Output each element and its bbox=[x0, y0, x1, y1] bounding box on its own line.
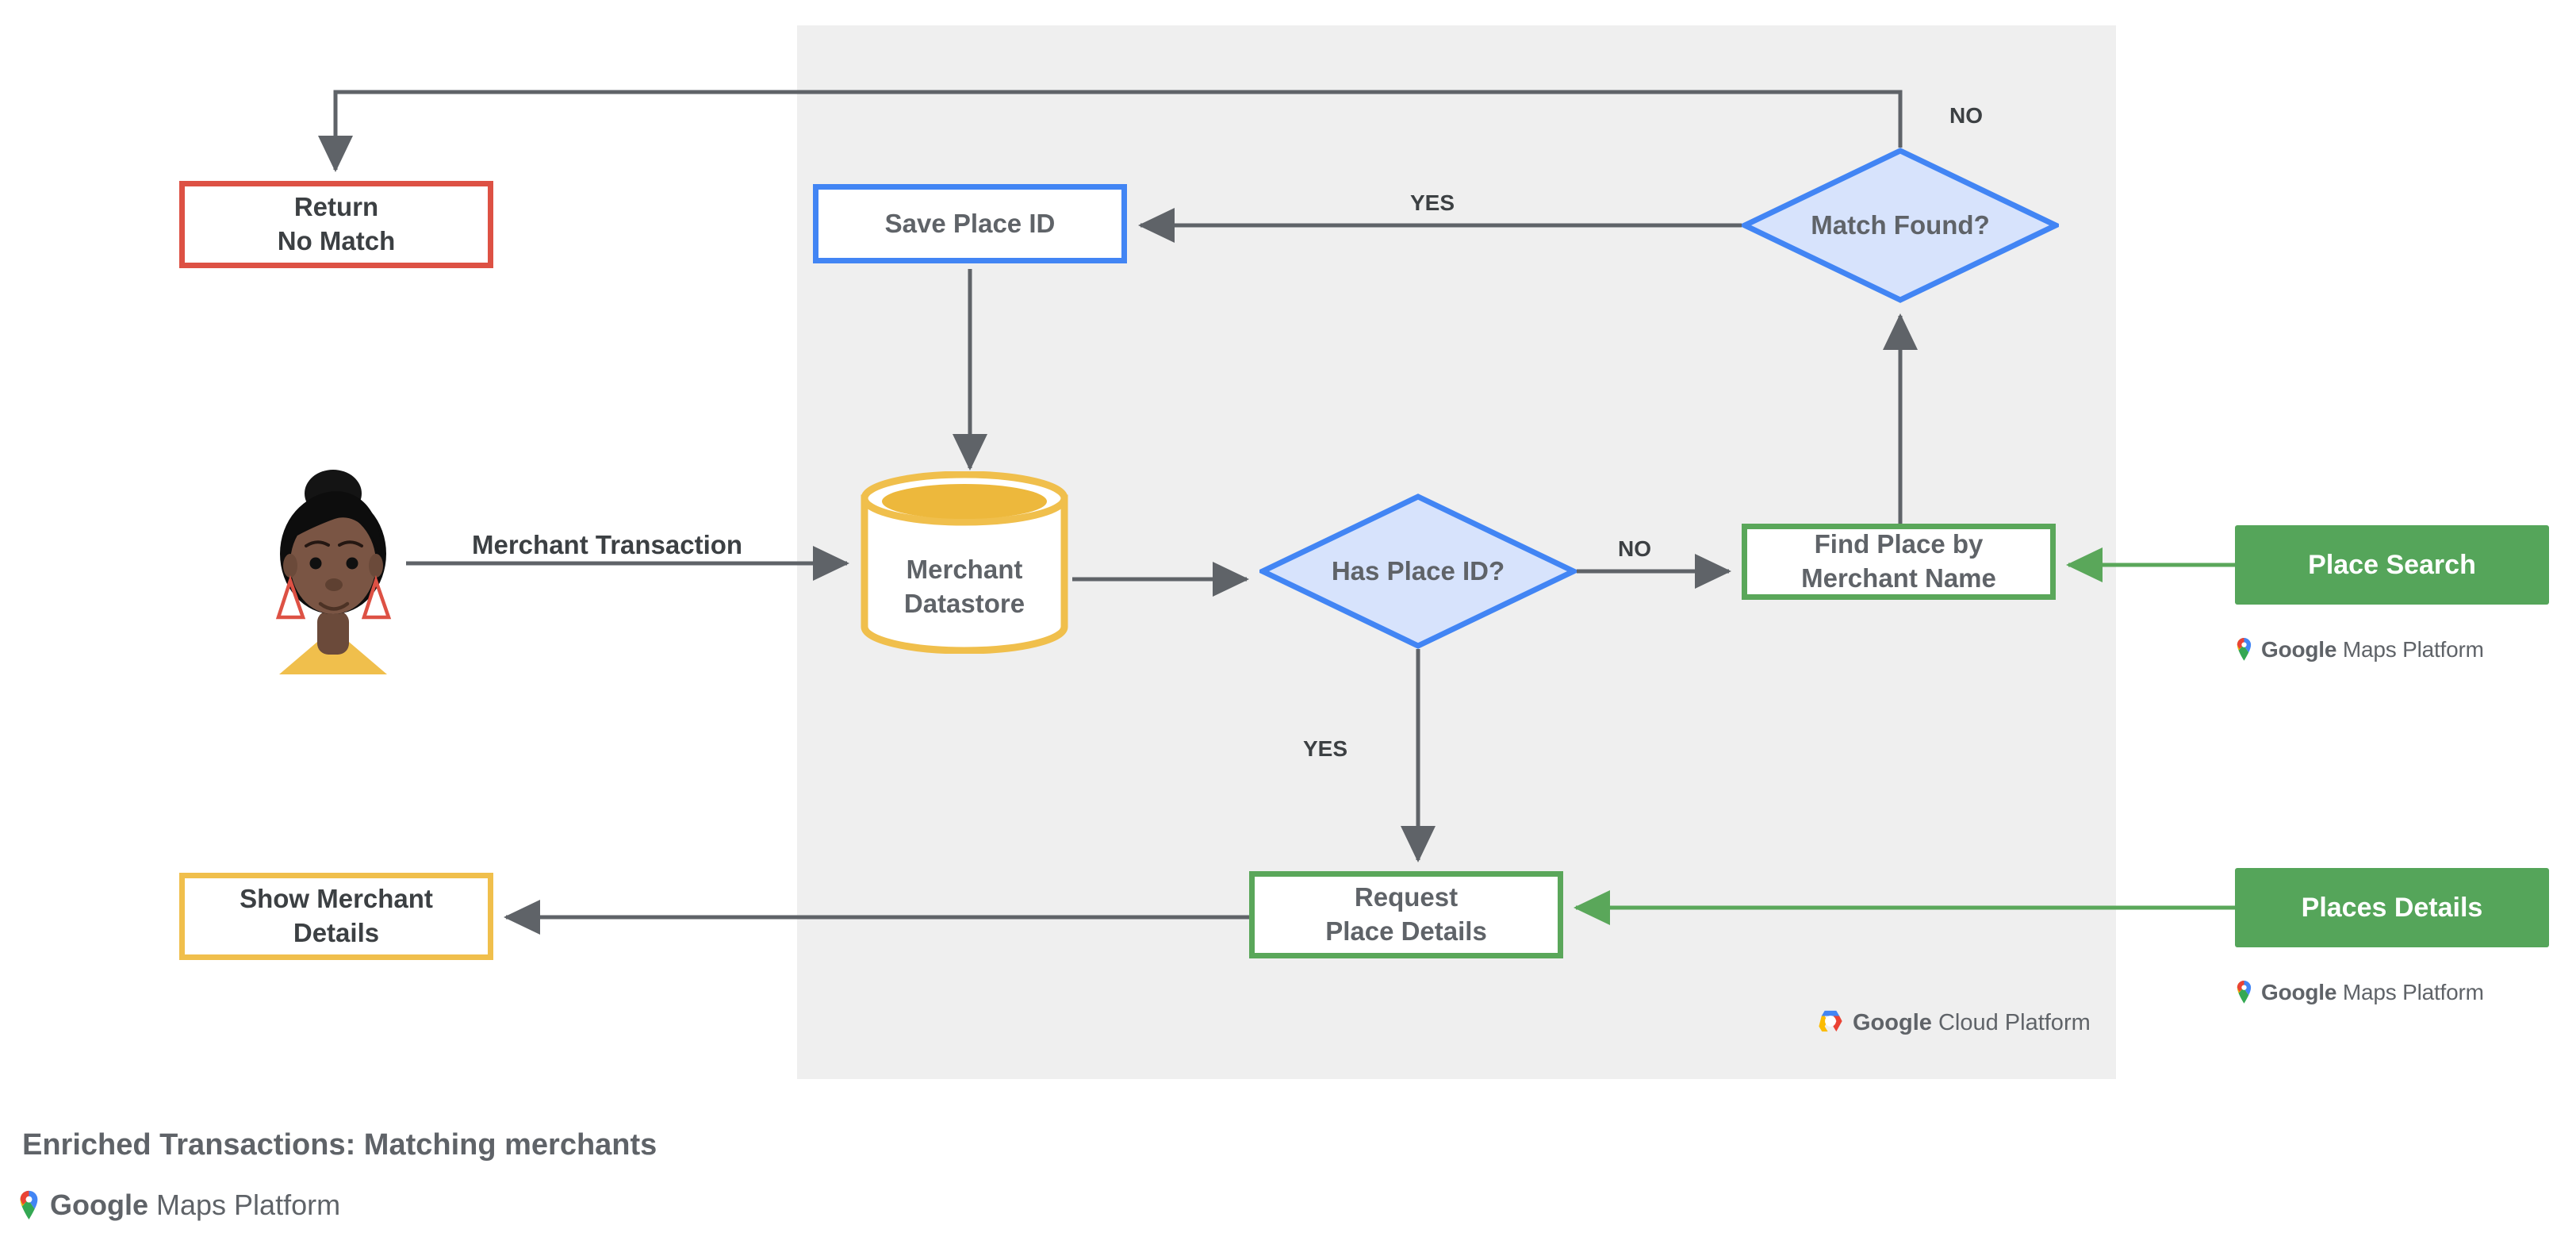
diagram-caption: Enriched Transactions: Matching merchant… bbox=[22, 1128, 657, 1162]
node-match-found-label: Match Found? bbox=[1742, 148, 2059, 303]
node-place-search-api[interactable]: Place Search bbox=[2235, 525, 2549, 605]
edge-label-merchant-transaction: Merchant Transaction bbox=[472, 530, 743, 559]
node-save-place-id-label: Save Place ID bbox=[884, 208, 1056, 238]
edge-label-yes-match-found: YES bbox=[1410, 190, 1455, 215]
node-match-found[interactable]: Match Found? bbox=[1742, 148, 2059, 303]
edge-label-yes-has-place-id: YES bbox=[1303, 736, 1348, 761]
node-merchant-datastore[interactable]: Merchant Datastore bbox=[858, 470, 1071, 655]
edge-label-no-has-place-id: NO bbox=[1618, 536, 1651, 561]
node-match-found-line1: Match bbox=[1811, 209, 1887, 240]
node-merchant-datastore-label: Merchant Datastore bbox=[858, 520, 1071, 654]
node-show-merchant-details-line1: Show Merchant bbox=[240, 884, 433, 914]
node-place-search-label: Place Search bbox=[2308, 549, 2476, 580]
node-return-no-match-line1: Return bbox=[293, 192, 379, 222]
gcp-wordmark: Google Cloud Platform bbox=[1853, 1010, 2091, 1036]
node-merchant-datastore-line2: Datastore bbox=[903, 589, 1025, 618]
node-places-details-label: Places Details bbox=[2301, 892, 2483, 923]
node-return-no-match[interactable]: Return No Match bbox=[179, 181, 493, 268]
node-has-place-id-line1: Has bbox=[1331, 555, 1380, 586]
gmp-brand: Google bbox=[50, 1189, 148, 1221]
cloud-hexagon-icon bbox=[1818, 1009, 1843, 1037]
node-match-found-line2: Found? bbox=[1893, 209, 1990, 240]
node-find-place-by-merchant-name[interactable]: Find Place by Merchant Name bbox=[1742, 524, 2056, 600]
node-find-place-line1: Find Place by bbox=[1814, 529, 1984, 559]
node-request-place-details-line2: Place Details bbox=[1325, 916, 1487, 946]
maps-pin-icon bbox=[17, 1187, 40, 1223]
google-maps-platform-logo-places-details: Google Maps Platform bbox=[2235, 977, 2484, 1008]
google-cloud-platform-logo: Google Cloud Platform bbox=[1818, 1009, 2091, 1037]
node-has-place-id-label: Has Place ID? bbox=[1259, 494, 1577, 649]
gmp-wordmark: Google Maps Platform bbox=[2261, 980, 2484, 1005]
gcp-product: Cloud Platform bbox=[1938, 1010, 2091, 1035]
gmp-product: Maps Platform bbox=[2342, 980, 2484, 1004]
google-maps-platform-logo-place-search: Google Maps Platform bbox=[2235, 635, 2484, 665]
node-return-no-match-line2: No Match bbox=[277, 226, 396, 255]
node-request-place-details-line1: Request bbox=[1354, 882, 1459, 912]
node-has-place-id-line2: Place ID? bbox=[1386, 555, 1505, 586]
gmp-product: Maps Platform bbox=[156, 1189, 341, 1221]
node-show-merchant-details[interactable]: Show Merchant Details bbox=[179, 873, 493, 960]
gcp-brand: Google bbox=[1853, 1010, 1932, 1035]
gmp-brand: Google bbox=[2261, 980, 2337, 1004]
node-places-details-api[interactable]: Places Details bbox=[2235, 868, 2549, 947]
maps-pin-icon bbox=[2235, 635, 2253, 665]
gmp-wordmark: Google Maps Platform bbox=[50, 1189, 340, 1222]
user-avatar bbox=[262, 460, 404, 674]
google-maps-platform-logo-caption: Google Maps Platform bbox=[17, 1187, 340, 1223]
node-find-place-line2: Merchant Name bbox=[1801, 563, 1996, 593]
maps-pin-icon bbox=[2235, 977, 2253, 1008]
node-merchant-datastore-line1: Merchant bbox=[906, 555, 1023, 585]
node-save-place-id[interactable]: Save Place ID bbox=[813, 184, 1127, 263]
node-has-place-id[interactable]: Has Place ID? bbox=[1259, 494, 1577, 649]
node-request-place-details[interactable]: Request Place Details bbox=[1249, 871, 1563, 958]
edge-label-no-match-found: NO bbox=[1949, 103, 1983, 128]
node-show-merchant-details-line2: Details bbox=[293, 918, 380, 947]
gmp-wordmark: Google Maps Platform bbox=[2261, 637, 2484, 662]
gmp-product: Maps Platform bbox=[2342, 637, 2484, 662]
gmp-brand: Google bbox=[2261, 637, 2337, 662]
